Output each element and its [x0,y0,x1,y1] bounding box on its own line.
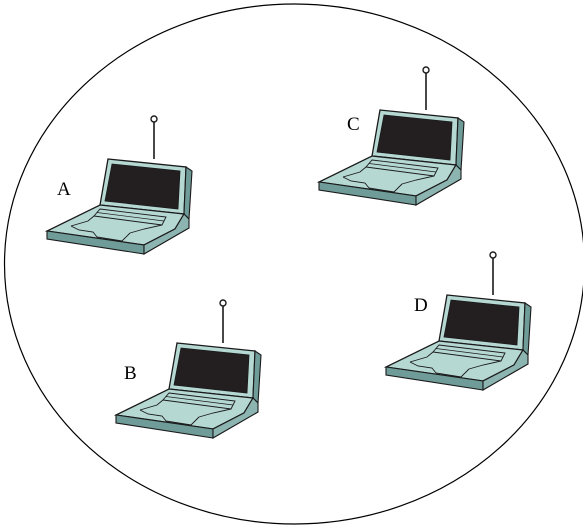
node-label-d: D [414,295,428,316]
laptop-with-antenna-icon [385,251,532,391]
laptop-with-antenna-icon [115,299,262,439]
node-label-b: B [124,363,137,384]
node-label-a: A [57,179,71,200]
laptop-c: C [318,66,465,206]
coverage-ellipse [3,3,583,525]
node-label-c: C [347,114,360,135]
laptop-d: D [385,251,532,391]
laptop-b: B [115,299,262,439]
laptop-a: A [46,115,193,255]
laptop-with-antenna-icon [318,66,465,206]
